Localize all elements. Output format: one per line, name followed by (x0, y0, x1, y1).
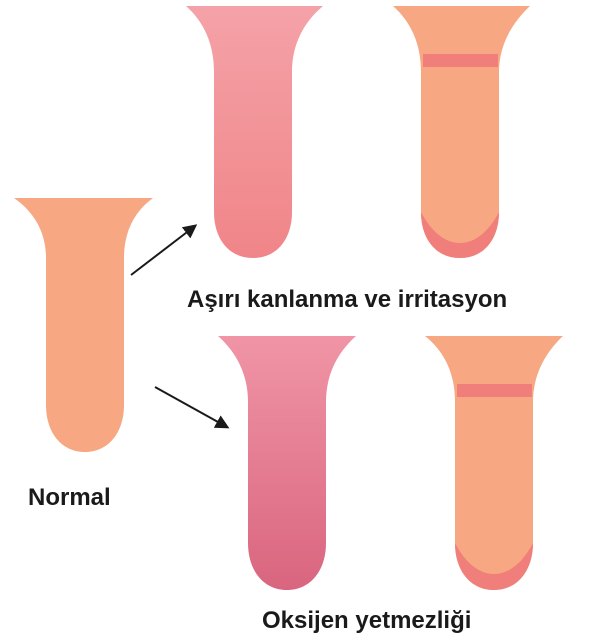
hypoxia-finger (218, 336, 356, 590)
label-hyperemia: Aşırı kanlanma ve irritasyon (187, 286, 507, 313)
arrow-to-hypoxia (155, 387, 227, 427)
finger-body (425, 336, 563, 590)
normal-finger (14, 198, 153, 452)
hyperemia-finger (186, 6, 323, 258)
label-hypoxia: Oksijen yetmezliği (262, 607, 471, 634)
hypoxia-nail-finger (425, 336, 563, 590)
label-normal: Normal (28, 484, 111, 511)
nail-band (423, 54, 498, 67)
arrow-to-hyperemia (131, 226, 195, 275)
hyperemia-nail-finger (393, 6, 530, 258)
finger-body (393, 6, 530, 258)
nail-band (457, 384, 532, 397)
